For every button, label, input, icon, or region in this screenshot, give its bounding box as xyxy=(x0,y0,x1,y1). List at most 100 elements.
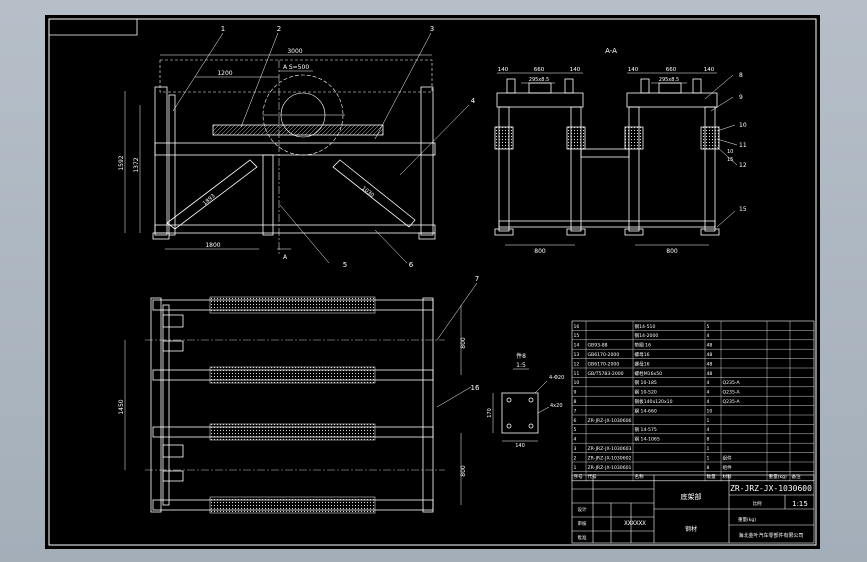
bom-cell-no: 15 xyxy=(574,333,580,339)
drawing-title: 底架部 xyxy=(681,492,702,501)
bom-cell-qty: 48 xyxy=(707,352,713,358)
bom-cell-no: 11 xyxy=(574,371,580,377)
bom-cell-code: GB6170-2000 xyxy=(588,352,620,358)
bom-cell-qty: 10 xyxy=(707,408,713,414)
bom-cell-no: 16 xyxy=(574,324,580,330)
bom-cell-no: 8 xyxy=(574,399,577,405)
bom-cell-qty: 1 xyxy=(707,455,710,461)
bom-header-qty: 数量 xyxy=(707,473,717,480)
section-mark-top: A xyxy=(283,64,288,71)
plan-view-labels: 1450 800 800 7 16 xyxy=(118,275,480,477)
scale-value: 1:15 xyxy=(792,500,808,508)
bom-cell-no: 9 xyxy=(574,390,577,396)
balloon-4: 4 xyxy=(471,97,476,105)
title-block-labels: 底架部 ZR-JRZ-JX-1030600 比例 1:15 重量(kg) 设计 … xyxy=(578,484,813,541)
dim-top-a2: 660 xyxy=(534,67,545,73)
front-view-dimensions xyxy=(124,32,470,264)
drawing-number: ZR-JRZ-JX-1030600 xyxy=(730,484,812,493)
dim-top-a3: 140 xyxy=(570,67,581,73)
dim-top-a1: 140 xyxy=(498,67,509,73)
dim-bore-right: 295x8.5 xyxy=(659,77,679,83)
bom-cell-qty: 1 xyxy=(707,446,710,452)
bom-cell-code: GB93-88 xyxy=(588,343,608,349)
dim-side-h2: 15 xyxy=(727,157,733,163)
bom-header-name: 名称 xyxy=(635,473,645,480)
detail-view xyxy=(492,368,550,442)
balloon-9: 9 xyxy=(739,94,743,101)
bom-cell-qty: 4 xyxy=(707,380,710,386)
dim-top-b3: 140 xyxy=(704,67,715,73)
dim-side-h1: 10 xyxy=(727,149,733,155)
date-code: XXXXXX xyxy=(624,520,646,527)
dim-overall-width: 3000 xyxy=(287,48,302,55)
dim-height-outer: 1592 xyxy=(118,155,125,170)
designer-label: 设计 xyxy=(578,506,587,513)
bom-cell-qty: 1 xyxy=(707,418,710,424)
bom-cell-name: 钢 10-185 xyxy=(635,379,657,386)
front-view-labels: 3000 1200 S=500 1592 1372 1893 1030 1800… xyxy=(118,25,476,269)
bom-cell-name: 钢 14-1065 xyxy=(635,436,660,443)
bom-cell-no: 12 xyxy=(574,361,580,367)
bom-cell-code: ZR-JRZ-JX-1030601 xyxy=(588,465,632,471)
balloon-7: 7 xyxy=(475,275,479,283)
bom-cell-mat: Q235-A xyxy=(723,399,741,405)
detail-hole-pattern: 4x20 xyxy=(550,403,563,409)
bom-cell-no: 1 xyxy=(574,465,577,471)
bom-cell-qty: 8 xyxy=(707,465,710,471)
bom-cell-qty: 48 xyxy=(707,371,713,377)
bom-cell-mat: 组件 xyxy=(723,464,733,471)
sheet-border xyxy=(48,18,817,546)
balloon-12: 12 xyxy=(739,162,747,169)
weight-label: 重量(kg) xyxy=(738,516,756,523)
dim-height-inner: 1372 xyxy=(133,157,140,172)
section-mark-bottom: A xyxy=(283,254,288,261)
bom-cell-name: 钢14-2000 xyxy=(635,332,659,339)
bom-cell-qty: 48 xyxy=(707,361,713,367)
bom-header-weight: 重量(kg) xyxy=(769,473,788,480)
bom-cell-name: 钢 14-575 xyxy=(635,426,657,433)
bom-header-note: 备注 xyxy=(792,473,802,480)
bom-cell-qty: 4 xyxy=(707,390,710,396)
balloon-1: 1 xyxy=(221,25,225,33)
detail-scale: 1:5 xyxy=(516,362,526,369)
dim-base-right: 800 xyxy=(666,248,678,255)
balloon-6: 6 xyxy=(409,261,414,269)
detail-hole-callout: 4-Φ20 xyxy=(549,375,564,381)
cad-canvas: 3000 1200 S=500 1592 1372 1893 1030 1800… xyxy=(48,18,817,546)
bom-cell-code: ZR-JRZ-JX-1030602 xyxy=(588,455,632,461)
title-block xyxy=(571,474,815,544)
bom-cell-no: 3 xyxy=(574,446,577,452)
bom-cell-qty: 4 xyxy=(707,399,710,405)
bom-header-no: 序号 xyxy=(574,473,584,480)
balloon-11: 11 xyxy=(739,142,747,149)
company-name: 海北金叶汽车零部件有限公司 xyxy=(738,532,803,539)
bom-cell-no: 6 xyxy=(574,418,577,424)
balloon-3: 3 xyxy=(430,25,434,33)
bom-cell-qty: 4 xyxy=(707,427,710,433)
bom-cell-mat: Q235-A xyxy=(723,390,741,396)
bom-cell-name: 钢 14-660 xyxy=(635,407,657,414)
dim-brace-left: 1893 xyxy=(202,193,217,207)
detail-dim-height: 170 xyxy=(487,408,493,418)
bom-header-code: 代号 xyxy=(588,473,598,480)
bom-cell-name: 螺母16 xyxy=(635,351,650,358)
bom-cell-code: GB6170-2000 xyxy=(588,361,620,367)
bom-header-mat: 材料 xyxy=(723,473,733,480)
material-note: 钢材 xyxy=(685,525,697,533)
bom-cell-code: ZR-JRZ-JX-1030603 xyxy=(588,446,632,452)
bom-cell-qty: 48 xyxy=(707,343,713,349)
bom-cell-no: 14 xyxy=(574,343,580,349)
bom-cell-name: 垫圈 16 xyxy=(635,342,652,349)
bom-cell-qty: 8 xyxy=(707,437,710,443)
bom-cell-qty: 4 xyxy=(707,333,710,339)
detail-title: 件8 xyxy=(516,352,526,360)
detail-dim-width: 140 xyxy=(515,443,525,449)
bom-cell-no: 5 xyxy=(574,427,577,433)
side-view-dimensions xyxy=(497,72,738,246)
bom-cell-code: ZR-JRZ-JX-1030606 xyxy=(588,418,632,424)
balloon-15: 15 xyxy=(739,206,747,213)
bom-cell-name: 钢14-510 xyxy=(635,323,656,330)
bom-cell-mat: 组件 xyxy=(723,454,733,461)
front-view xyxy=(152,59,436,255)
